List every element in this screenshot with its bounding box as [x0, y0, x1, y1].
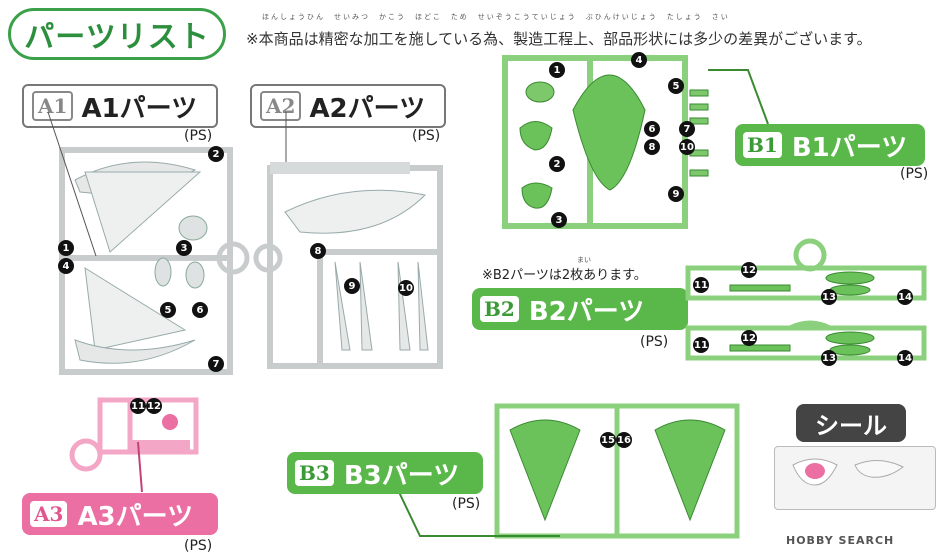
b1-callout: 6: [644, 121, 660, 137]
a2-callout: 10: [398, 280, 414, 296]
notice-ruby: ほんしょうひん せいみつ かこう ほどこ ため せいぞうこうていじょう ぶひんけ…: [262, 13, 730, 21]
a1-callout: 2: [208, 146, 224, 162]
b3-material: (PS): [452, 496, 481, 512]
parts-list-title: パーツリスト: [8, 8, 226, 60]
b1-code: B1: [743, 132, 782, 158]
a2-callout: 9: [344, 278, 360, 294]
b2-material: (PS): [640, 334, 669, 350]
a3-material: (PS): [184, 538, 213, 554]
b2-callout: 12: [741, 262, 757, 278]
b2-callout: 13: [821, 350, 837, 366]
b2-callout: 12: [741, 330, 757, 346]
b1-callout: 3: [551, 212, 567, 228]
a1-parts-label: A1 A1パーツ: [22, 84, 218, 128]
b2-note-ruby: まい: [577, 256, 591, 264]
b2-callout: 11: [693, 277, 709, 293]
a3-label-text: A3パーツ: [77, 501, 194, 532]
a3-callout: 12: [146, 398, 162, 414]
b1-callout: 9: [668, 186, 684, 202]
b2-code: B2: [480, 296, 519, 322]
a2-material: (PS): [412, 128, 441, 144]
a1-callout: 3: [176, 240, 192, 256]
a2-callout: 8: [310, 243, 326, 259]
b3-callout: 16: [616, 432, 632, 448]
b2-callout: 11: [693, 337, 709, 353]
a2-parts-label: A2 A2パーツ: [250, 84, 446, 128]
b3-parts-label: B3 B3パーツ: [287, 452, 483, 494]
seal-eyes-icon: [792, 458, 904, 486]
a1-callout: 4: [58, 258, 74, 274]
hobby-search-watermark: HOBBY SEARCH: [786, 534, 895, 547]
a2-code: A2: [260, 91, 302, 121]
b3-code: B3: [295, 460, 334, 486]
b2-parts-label: B2 B2パーツ: [472, 288, 688, 330]
b1-label-text: B1パーツ: [791, 132, 908, 163]
notice-text: ※本商品は精密な加工を施している為、製造工程上、部品形状には多少の差異がございま…: [246, 30, 872, 48]
b2-callout: 14: [897, 289, 913, 305]
a1-callout: 1: [58, 240, 74, 256]
b1-callout: 10: [679, 139, 695, 155]
b1-parts-label: B1 B1パーツ: [735, 124, 925, 166]
b3-label-text: B3パーツ: [343, 460, 460, 491]
b2-label-text: B2パーツ: [528, 296, 645, 327]
b1-callout: 5: [668, 78, 684, 94]
b2-callout: 14: [897, 350, 913, 366]
seal-sheet-image: [774, 446, 936, 510]
b2-callout: 13: [821, 289, 837, 305]
a1-callout: 6: [192, 302, 208, 318]
a1-callout: 7: [208, 356, 224, 372]
b1-callout: 1: [549, 62, 565, 78]
seal-label: シール: [796, 404, 906, 442]
b1-material: (PS): [900, 166, 929, 182]
a3-parts-label: A3 A3パーツ: [22, 493, 218, 535]
a3-callout: 11: [130, 398, 146, 414]
a1-callout: 5: [160, 302, 176, 318]
b3-callout: 15: [600, 432, 616, 448]
b2-note: ※B2パーツは2枚あります。: [482, 268, 647, 283]
b1-callout: 4: [631, 52, 647, 68]
a3-code: A3: [30, 501, 68, 527]
a1-code: A1: [32, 91, 74, 121]
b1-callout: 2: [549, 156, 565, 172]
a2-label-text: A2パーツ: [309, 93, 426, 124]
a1-material: (PS): [184, 128, 213, 144]
b1-callout: 8: [644, 139, 660, 155]
b1-callout: 7: [679, 121, 695, 137]
a1-label-text: A1パーツ: [81, 93, 198, 124]
